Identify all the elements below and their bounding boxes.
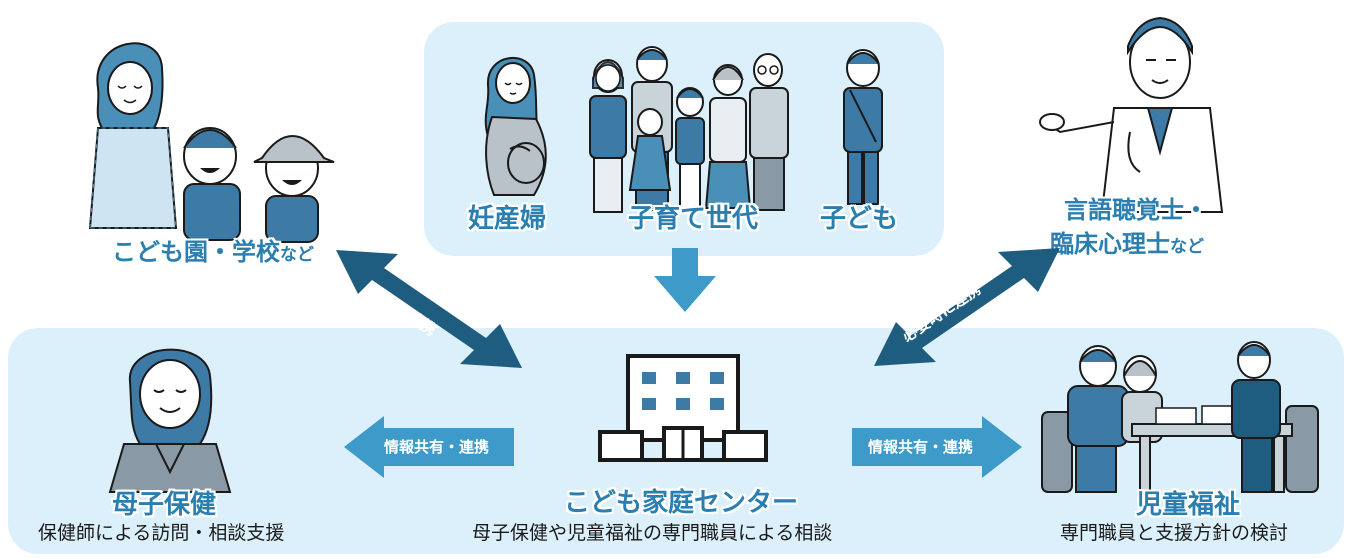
label-kindergarten-main: こども園・学校 [112,238,280,266]
kindergarten-illustration [88,42,335,243]
label-kindergarten: こども園・学校など [112,232,314,267]
specialist-illustration [1039,16,1224,213]
label-children: 子ども [820,204,899,234]
down-arrow [654,248,716,312]
right-diagonal-double-arrow [874,248,1060,366]
left-diagonal-double-arrow [336,250,522,368]
label-kindergarten-suffix: など [280,245,314,265]
family-illustration [589,46,789,213]
label-specialist-line1: 言語聴覚士・ [1064,196,1208,224]
bottom-left-desc: 保健師による訪問・相談支援 [38,522,285,544]
label-parenting: 子育て世代 [628,204,759,234]
left-horizontal-arrow [344,416,514,478]
bottom-right-desc: 専門職員と支援方針の検討 [1060,522,1289,544]
pregnant-woman-illustration [484,56,547,196]
center-title: こども家庭センター [564,488,799,518]
label-specialist-suffix: など [1170,237,1204,257]
child-illustration [843,49,883,205]
label-pregnant: 妊産婦 [468,204,547,234]
label-info-sharing-left: 情報共有・連携 [384,438,490,456]
center-desc: 母子保健や児童福祉の専門職員による相談 [472,522,833,544]
consultation-illustration [1041,341,1319,493]
label-specialist-main: 臨床心理士 [1050,230,1170,258]
label-specialist-line2: 臨床心理士など [1050,224,1204,259]
label-info-sharing-right: 情報共有・連携 [868,438,974,456]
public-health-nurse-illustration [108,348,232,493]
bottom-right-title: 児童福祉 [1136,490,1241,520]
bottom-left-title: 母子保健 [112,490,217,520]
building-icon [598,354,768,462]
right-horizontal-arrow [852,416,1022,478]
